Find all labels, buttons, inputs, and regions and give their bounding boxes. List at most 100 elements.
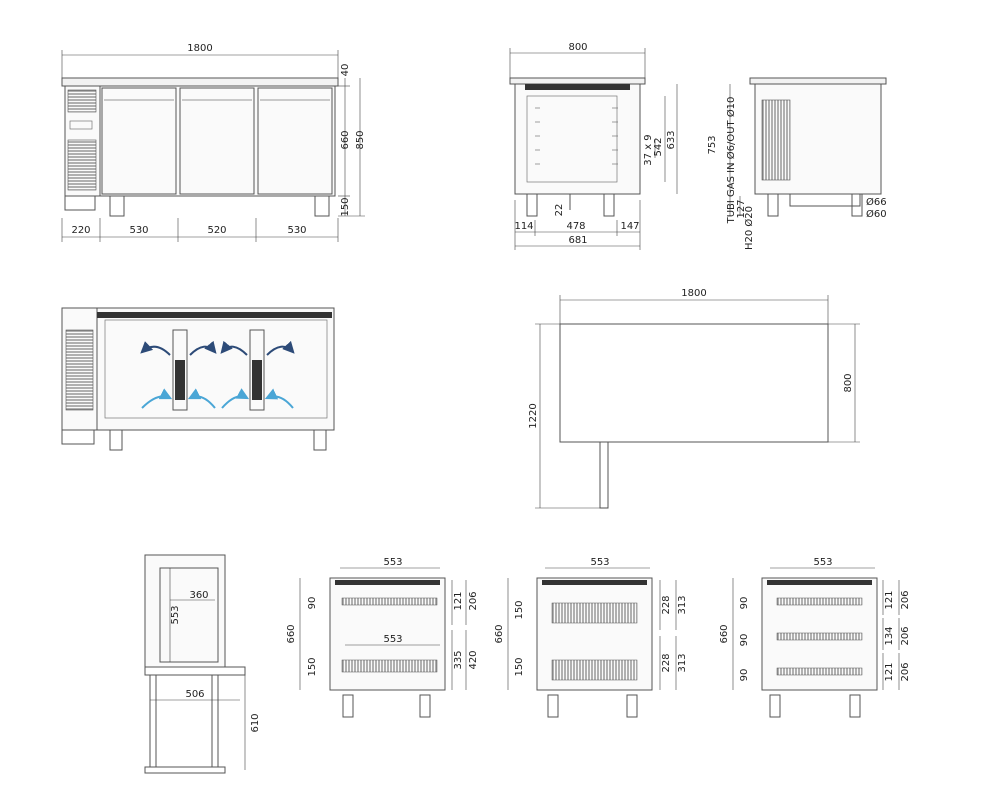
- dc1-leg-left: [342, 694, 354, 718]
- rear-view: 753 TUBI GAS IN Ø6/OUT Ø10 127 H20 Ø20 Ø…: [707, 77, 887, 250]
- airflow-leg-right: [313, 429, 327, 451]
- dc2-top-width: 553: [590, 557, 609, 568]
- dim-shelf-height: 553: [170, 605, 181, 624]
- airflow-section-view: [61, 307, 335, 451]
- dc1-inner-width: 553: [383, 634, 402, 645]
- rear-leg-left: [767, 193, 779, 217]
- gas-pipes-label: TUBI GAS IN Ø6/OUT Ø10: [725, 97, 737, 225]
- dim-base-width: 506: [185, 689, 204, 700]
- airflow-arrow-4: [266, 340, 295, 356]
- dim-right-offset: 147: [620, 221, 639, 232]
- dim-dia-60: Ø60: [866, 208, 887, 220]
- dim-side-width: 800: [568, 42, 587, 53]
- dc3-right-3b: 206: [900, 662, 911, 681]
- dc3-drawer-1: [776, 597, 863, 606]
- airflow-top-bar: [97, 312, 332, 318]
- stand-foot: [144, 766, 226, 774]
- dim-depth: 681: [568, 235, 587, 246]
- dc2-right-top-a: 228: [661, 595, 672, 614]
- dc1-drawer-1: [341, 597, 438, 606]
- front-upper-grille: [67, 89, 97, 113]
- side-leg-left: [526, 193, 538, 217]
- front-cabinet: [64, 85, 336, 197]
- drawer-config-3: 553 660 90 90 90 121 206 134 206 121 206: [719, 557, 911, 718]
- side-leg-right: [603, 193, 615, 217]
- dc2-right-bottom-b: 313: [677, 653, 688, 672]
- dim-stand-height: 610: [250, 713, 261, 732]
- dim-rear-height: 753: [707, 135, 718, 154]
- evaporator-2: [249, 329, 265, 411]
- evaporator-2-fan: [252, 360, 262, 400]
- shelf-base: [144, 666, 246, 676]
- stand-leg-right: [211, 674, 219, 768]
- dim-plan-length: 1800: [681, 288, 706, 299]
- front-lower-grille: [67, 139, 97, 191]
- airflow-drip-tray: [61, 429, 95, 445]
- dc3-drawer-3: [776, 667, 863, 676]
- airflow-return-2: [187, 388, 216, 409]
- dc3-drawer-2: [776, 632, 863, 641]
- front-worktop: [61, 77, 339, 87]
- rear-leg-right: [851, 193, 863, 217]
- dc2-drawer-1: [551, 602, 638, 624]
- dc1-drawer-2: [341, 659, 438, 673]
- dim-cabinet-height: 660: [340, 130, 351, 149]
- front-door-2: [179, 87, 255, 195]
- plan-worktop: [559, 323, 829, 443]
- dim-dia-66: Ø66: [866, 196, 887, 208]
- front-drip-tray: [64, 195, 96, 211]
- dc3-left-1: 90: [739, 597, 750, 610]
- dc3-leg-left: [769, 694, 781, 718]
- drawer-config-2: 553 660 150 150 228 313 228 313: [494, 557, 688, 718]
- plan-door-open: [599, 441, 609, 509]
- front-leg-right: [314, 195, 330, 217]
- dc2-total-height: 660: [494, 624, 505, 643]
- dim-leg-height: 150: [340, 197, 351, 216]
- dim-plan-overall: 1220: [528, 403, 539, 428]
- dim-shelf-spacing: 37 x 9: [643, 134, 654, 165]
- dim-seg-1: 220: [71, 225, 90, 236]
- side-worktop: [509, 77, 646, 85]
- dc3-right-2b: 206: [900, 626, 911, 645]
- dc3-left-2: 90: [739, 634, 750, 647]
- side-evaporator-top: [525, 84, 630, 90]
- dim-front-width: 1800: [187, 43, 212, 54]
- airflow-return-3: [221, 388, 250, 409]
- airflow-leg-left: [109, 429, 123, 451]
- dim-inner-width: 478: [566, 221, 585, 232]
- dim-rear-127: 127: [736, 199, 747, 218]
- dc2-leg-left: [547, 694, 559, 718]
- dc1-leg-right: [419, 694, 431, 718]
- evaporator-1-fan: [175, 360, 185, 400]
- dc3-total-height: 660: [719, 624, 730, 643]
- dim-drain-offset: 22: [554, 204, 565, 217]
- front-view: 1800 40 660 850 150 220 530 520 530: [61, 43, 366, 242]
- airflow-arrow-1: [140, 341, 171, 356]
- rear-worktop: [749, 77, 887, 85]
- dc3-right-3a: 121: [884, 662, 895, 681]
- drawer-config-1: 553 660 90 150 553 121 206 335 420: [286, 557, 479, 718]
- water-pipe-label: H20 Ø20: [743, 206, 755, 250]
- shelf-frame: [159, 567, 219, 663]
- dim-seg-3: 520: [207, 225, 226, 236]
- dim-shelf-width: 360: [189, 590, 208, 601]
- side-inner-compartment: [526, 95, 618, 183]
- front-door-3: [257, 87, 333, 195]
- dc1-right-top-a: 121: [453, 591, 464, 610]
- side-cabinet: [514, 83, 641, 195]
- dim-total-height: 850: [355, 130, 366, 149]
- dim-inner-h2: 633: [666, 130, 677, 149]
- dc2-leg-right: [626, 694, 638, 718]
- front-door-1: [101, 87, 177, 195]
- rear-grille: [761, 99, 791, 181]
- dc3-left-3: 90: [739, 669, 750, 682]
- shelf-cabinet: [144, 554, 226, 668]
- airflow-cabinet: [61, 307, 335, 431]
- front-leg-left: [109, 195, 125, 217]
- dc3-leg-right: [849, 694, 861, 718]
- dc2-right-top-b: 313: [677, 595, 688, 614]
- shelf-detail-view: 360 553 506 610: [144, 554, 261, 774]
- side-section-view: 800 37 x 9 542 633 22 114 478 147 681: [509, 42, 678, 250]
- dc1-top-width: 553: [383, 557, 402, 568]
